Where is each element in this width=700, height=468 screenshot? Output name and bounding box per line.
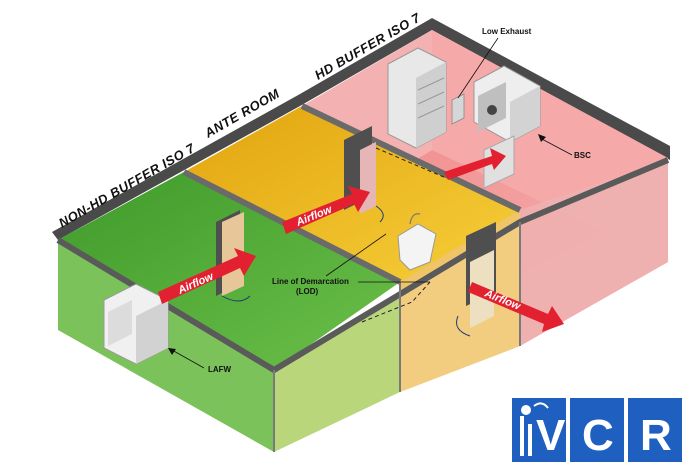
low-exhaust-vent xyxy=(451,93,465,125)
sink xyxy=(397,213,437,271)
logo-letter-r: R xyxy=(640,411,672,460)
lafw-hood xyxy=(103,283,169,365)
door-non-hd-ante xyxy=(216,210,251,302)
logo-letter-v: V xyxy=(536,411,566,460)
callout-low-exhaust: Low Exhaust xyxy=(457,27,532,99)
bsc-label: BSC xyxy=(574,151,591,160)
low-exhaust-label: Low Exhaust xyxy=(482,27,532,36)
room-shell xyxy=(52,18,670,452)
lafw-label: LAFW xyxy=(208,365,232,374)
logo-letter-c: C xyxy=(582,411,614,460)
callout-bsc: BSC xyxy=(538,134,591,160)
shelving-unit xyxy=(387,47,447,149)
lod-label: Line of Demarcation xyxy=(272,277,349,286)
logo-emblem-icon xyxy=(520,402,549,456)
lod-abbrev-label: (LOD) xyxy=(296,287,319,296)
vcr-logo: V C R xyxy=(512,398,682,462)
airflow-arrow-pink xyxy=(444,148,506,180)
callout-lafw: LAFW xyxy=(168,348,232,374)
line-of-demarcation xyxy=(361,147,447,323)
callout-lod: Line of Demarcation (LOD) xyxy=(272,233,430,296)
